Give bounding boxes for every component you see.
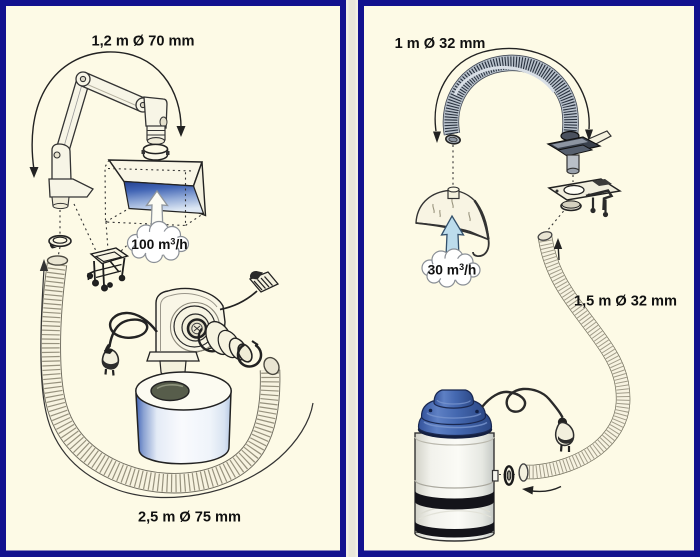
svg-text:1,5 m Ø 32 mm: 1,5 m Ø 32 mm [574, 294, 677, 310]
svg-text:30 m3/h: 30 m3/h [428, 262, 477, 278]
svg-text:100 m3/h: 100 m3/h [131, 237, 187, 253]
svg-text:1,2 m Ø 70 mm: 1,2 m Ø 70 mm [91, 34, 194, 50]
svg-text:2,5 m Ø 75 mm: 2,5 m Ø 75 mm [138, 510, 241, 526]
svg-text:1 m Ø 32 mm: 1 m Ø 32 mm [395, 36, 486, 52]
